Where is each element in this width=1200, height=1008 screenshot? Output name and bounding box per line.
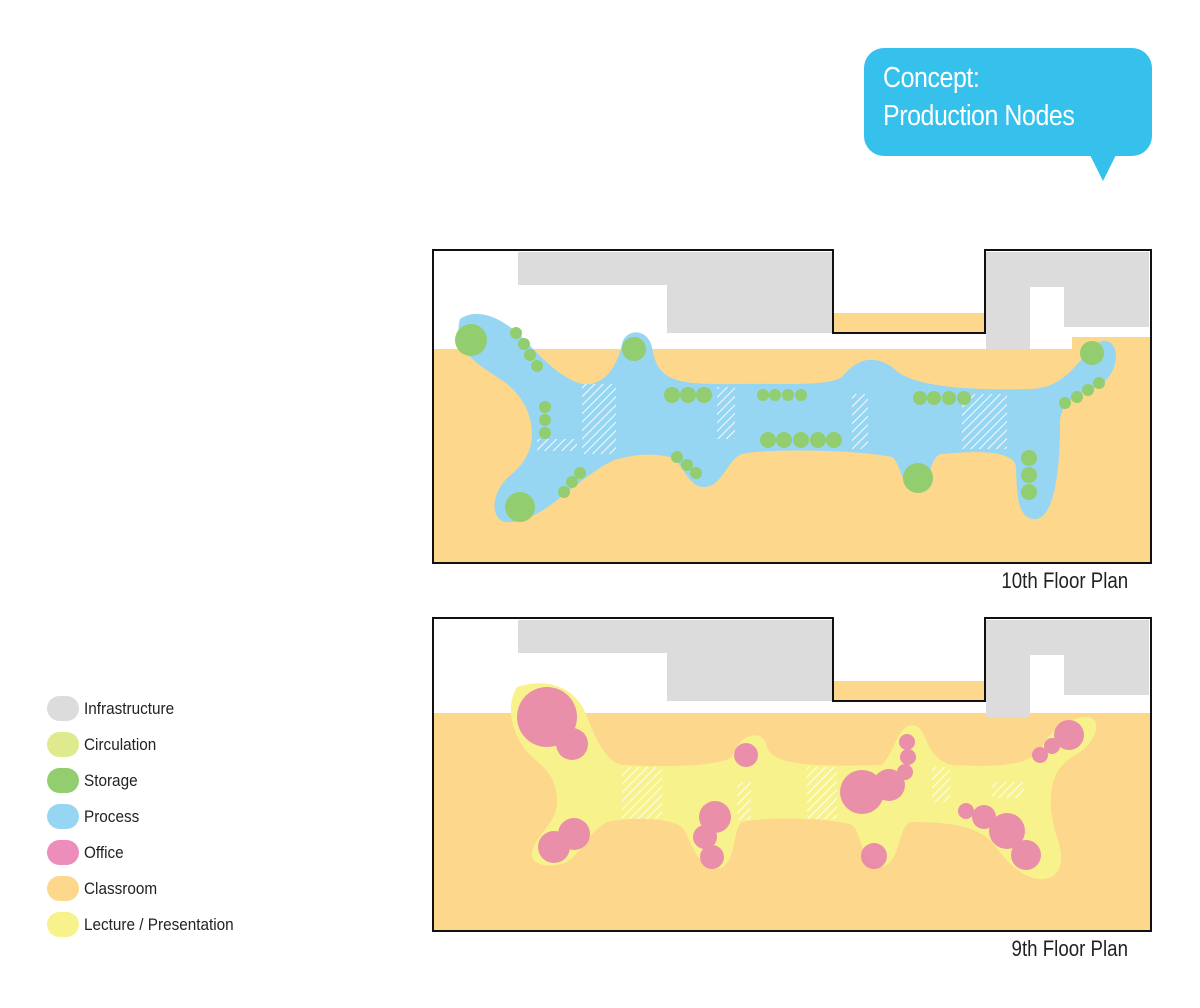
floor-plan-9 [432, 617, 1152, 932]
lecture-zone [510, 683, 1097, 879]
infrastructure-block [986, 620, 1149, 717]
legend-label: Office [84, 843, 124, 862]
infrastructure-block [986, 252, 1149, 349]
legend-swatch [47, 732, 79, 757]
floor-plan-9-label: 9th Floor Plan [1011, 936, 1128, 961]
legend-label: Process [84, 807, 140, 826]
legend-swatch [47, 696, 79, 721]
floor-outline [432, 617, 1152, 932]
storage-nodes [455, 324, 1105, 522]
concept-bubble: Concept: Production Nodes [864, 48, 1152, 181]
legend-swatch [47, 876, 79, 901]
concept-bubble-tail [1090, 155, 1116, 181]
legend-swatch [47, 768, 79, 793]
legend-label: Circulation [84, 735, 157, 754]
floor-plan-10-drawing [432, 249, 1152, 564]
legend-swatch [47, 912, 79, 937]
legend-label: Classroom [84, 879, 158, 898]
infrastructure-block [518, 252, 833, 333]
legend-label: Storage [84, 771, 138, 790]
legend-item-office: Office [47, 840, 307, 866]
legend-item-process: Process [47, 804, 307, 830]
legend-item-lecture-presentation: Lecture / Presentation [47, 912, 307, 938]
infrastructure-block [518, 620, 833, 701]
process-zone [458, 313, 1116, 523]
legend-swatch [47, 804, 79, 829]
legend-item-circulation: Circulation [47, 732, 307, 758]
office-nodes [517, 687, 1084, 870]
floor-plan-10 [432, 249, 1152, 564]
concept-title-line1: Concept: [883, 62, 980, 94]
floor-plan-10-label: 10th Floor Plan [1001, 568, 1128, 593]
legend-label: Infrastructure [84, 699, 175, 718]
legend-swatch [47, 840, 79, 865]
concept-title-line2: Production Nodes [883, 100, 1075, 132]
concept-bubble-box [864, 48, 1152, 156]
legend-item-infrastructure: Infrastructure [47, 696, 307, 722]
legend-item-storage: Storage [47, 768, 307, 794]
floor-outline [432, 249, 1152, 564]
legend-item-classroom: Classroom [47, 876, 307, 902]
floor-plan-9-drawing [432, 617, 1152, 932]
legend-label: Lecture / Presentation [84, 915, 234, 934]
